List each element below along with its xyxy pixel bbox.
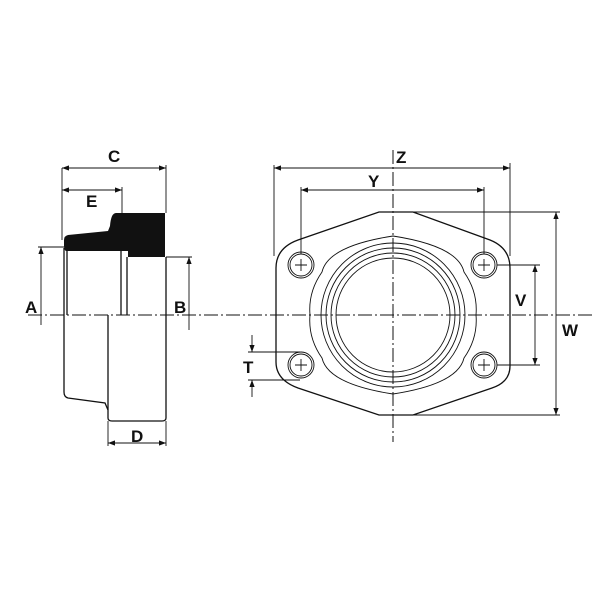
dim-label-a: A (25, 298, 37, 317)
dim-label-w: W (562, 321, 579, 340)
dim-label-d: D (131, 427, 143, 446)
section-hatch (64, 213, 165, 257)
dim-label-b: B (174, 298, 186, 317)
dim-label-z: Z (396, 148, 406, 167)
side-section-view: C E A B D (25, 147, 595, 446)
bolt-hole (287, 351, 315, 379)
dim-label-c: C (108, 147, 120, 166)
bolt-hole (470, 351, 498, 379)
dim-label-v: V (515, 291, 527, 310)
bolt-hole (470, 251, 498, 279)
front-view: Z Y W V T (243, 148, 579, 442)
dim-label-e: E (86, 192, 97, 211)
bolt-hole (287, 251, 315, 279)
dim-label-t: T (243, 358, 254, 377)
dim-label-y: Y (368, 172, 380, 191)
